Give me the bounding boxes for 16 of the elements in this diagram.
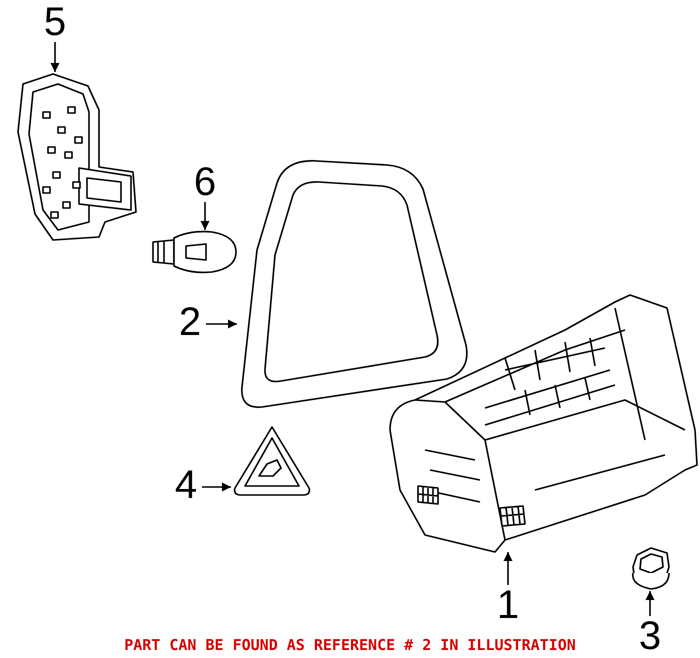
leader-arrow <box>200 202 210 230</box>
callout-number: 1 <box>491 585 525 625</box>
leader-arrow <box>646 591 654 616</box>
note-text: PART CAN BE FOUND AS REFERENCE # 2 IN ILLUSTRATION <box>123 636 577 654</box>
callout-number: 2 <box>174 302 206 342</box>
nut-drawing <box>629 545 673 591</box>
callout-number: 4 <box>170 465 202 505</box>
callout-number: 6 <box>188 162 222 202</box>
callout-number: 5 <box>38 2 72 42</box>
leader-arrow <box>50 42 60 72</box>
leader-arrow <box>504 552 512 585</box>
bulb-drawing <box>150 230 238 274</box>
leader-arrow <box>202 482 231 492</box>
callout-number: 3 <box>633 616 667 656</box>
triangle-label-drawing <box>231 424 313 498</box>
leader-arrow <box>206 320 237 328</box>
